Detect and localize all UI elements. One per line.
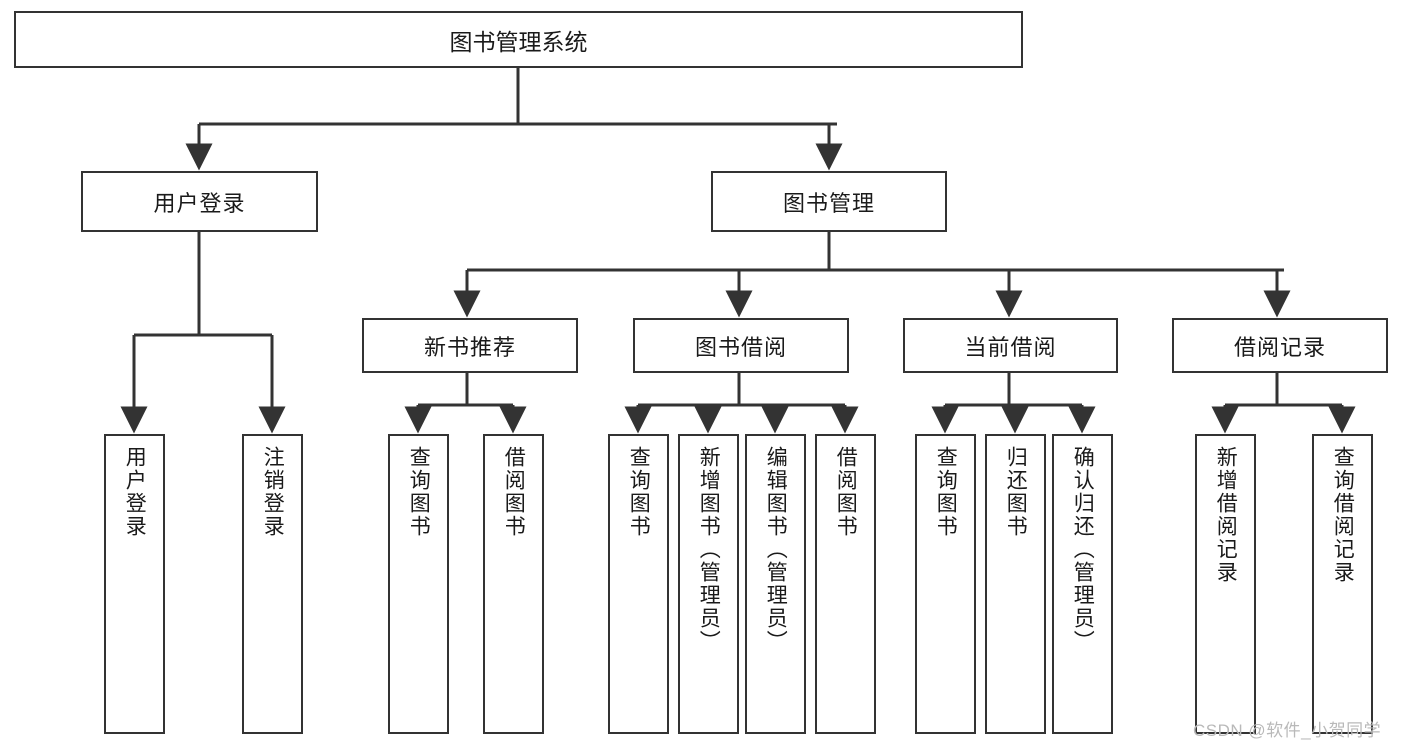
leaf-node-label: 查询图书 — [627, 446, 651, 538]
node-current-borrow-label: 当前借阅 — [964, 334, 1057, 360]
node-book-management-label: 图书管理 — [782, 190, 875, 216]
leaf-node-label: 注销登录 — [261, 446, 285, 538]
leaf-node-label: 查询图书 — [934, 446, 958, 538]
leaf-node[interactable]: 查询图书 — [388, 434, 449, 734]
node-borrow-record[interactable]: 借阅记录 — [1172, 318, 1388, 373]
leaf-node-label: 编辑图书（管理员） — [764, 446, 788, 653]
leaf-node[interactable]: 查询图书 — [915, 434, 976, 734]
leaf-node-label: 用户登录 — [123, 446, 147, 538]
leaf-node[interactable]: 查询图书 — [608, 434, 669, 734]
node-user-login[interactable]: 用户登录 — [81, 171, 318, 232]
leaf-node-label: 借阅图书 — [502, 446, 526, 538]
leaf-node[interactable]: 编辑图书（管理员） — [745, 434, 806, 734]
node-new-book-recommend[interactable]: 新书推荐 — [362, 318, 578, 373]
node-book-borrow-label: 图书借阅 — [694, 334, 787, 360]
leaf-node-label: 查询借阅记录 — [1331, 446, 1355, 584]
node-book-borrow[interactable]: 图书借阅 — [633, 318, 849, 373]
leaf-node[interactable]: 确认归还（管理员） — [1052, 434, 1113, 734]
leaf-node[interactable]: 借阅图书 — [815, 434, 876, 734]
leaf-node-label: 归还图书 — [1004, 446, 1028, 538]
leaf-node[interactable]: 借阅图书 — [483, 434, 544, 734]
node-current-borrow[interactable]: 当前借阅 — [903, 318, 1118, 373]
leaf-node[interactable]: 新增借阅记录 — [1195, 434, 1256, 734]
leaf-node-label: 新增图书（管理员） — [697, 446, 721, 653]
leaf-node[interactable]: 注销登录 — [242, 434, 303, 734]
node-root[interactable]: 图书管理系统 — [14, 11, 1023, 68]
leaf-node[interactable]: 新增图书（管理员） — [678, 434, 739, 734]
node-root-label: 图书管理系统 — [449, 28, 588, 55]
leaf-node-label: 新增借阅记录 — [1214, 446, 1238, 584]
leaf-node-label: 查询图书 — [407, 446, 431, 538]
leaf-node[interactable]: 查询借阅记录 — [1312, 434, 1373, 734]
leaf-node-label: 借阅图书 — [834, 446, 858, 538]
csdn-watermark: CSDN @软件_小贺同学 — [1193, 721, 1382, 740]
leaf-node[interactable]: 归还图书 — [985, 434, 1046, 734]
node-borrow-record-label: 借阅记录 — [1233, 334, 1326, 360]
node-book-management[interactable]: 图书管理 — [711, 171, 947, 232]
leaf-node[interactable]: 用户登录 — [104, 434, 165, 734]
node-new-book-recommend-label: 新书推荐 — [423, 334, 516, 360]
node-user-login-label: 用户登录 — [153, 190, 246, 216]
leaf-node-label: 确认归还（管理员） — [1071, 446, 1095, 653]
